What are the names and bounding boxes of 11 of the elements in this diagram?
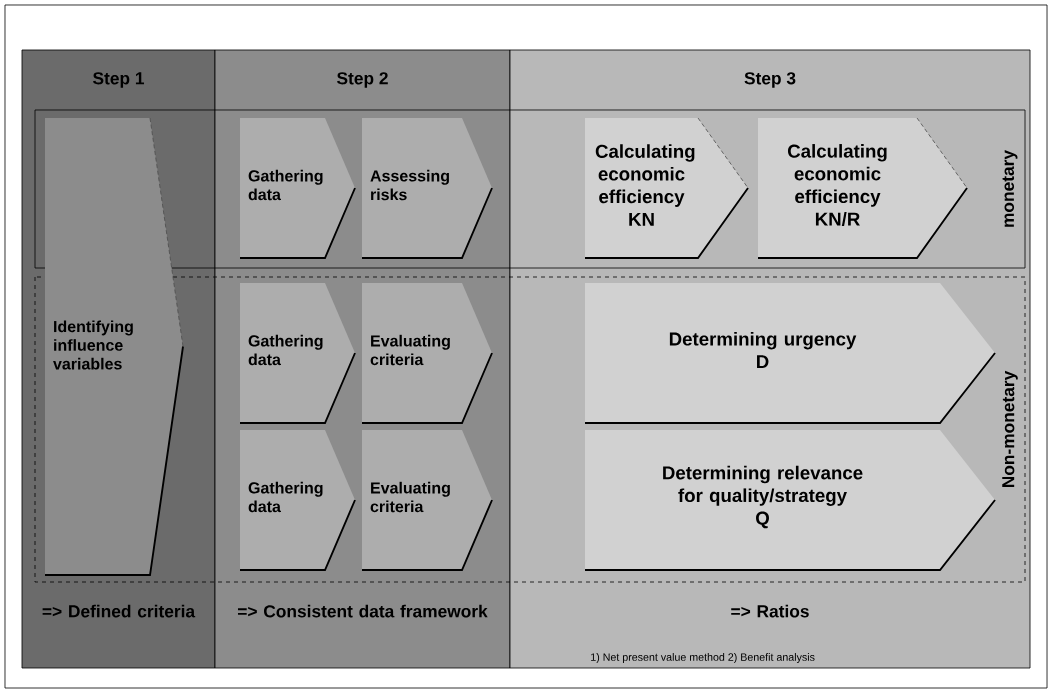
- process-step-box: Assessing risks: [361, 118, 493, 259]
- process-step-box: Gathering data: [239, 430, 356, 571]
- process-step-box: Evaluating criteria: [361, 283, 493, 424]
- process-step-box: Calculating economic efficiency KN/R: [757, 117, 968, 259]
- footnote: 1) Net present value method 2) Benefit analysis: [591, 653, 815, 663]
- process-step-box: Determining relevance for quality/strategy Q: [584, 430, 996, 571]
- process-step-box: Gathering data: [239, 283, 356, 424]
- process-step-box: Calculating economic efficiency KN: [584, 117, 749, 259]
- process-step-box: Gathering data: [239, 118, 356, 259]
- process-step-box: Evaluating criteria: [361, 430, 493, 571]
- process-step-box: Determining urgency D: [584, 283, 996, 424]
